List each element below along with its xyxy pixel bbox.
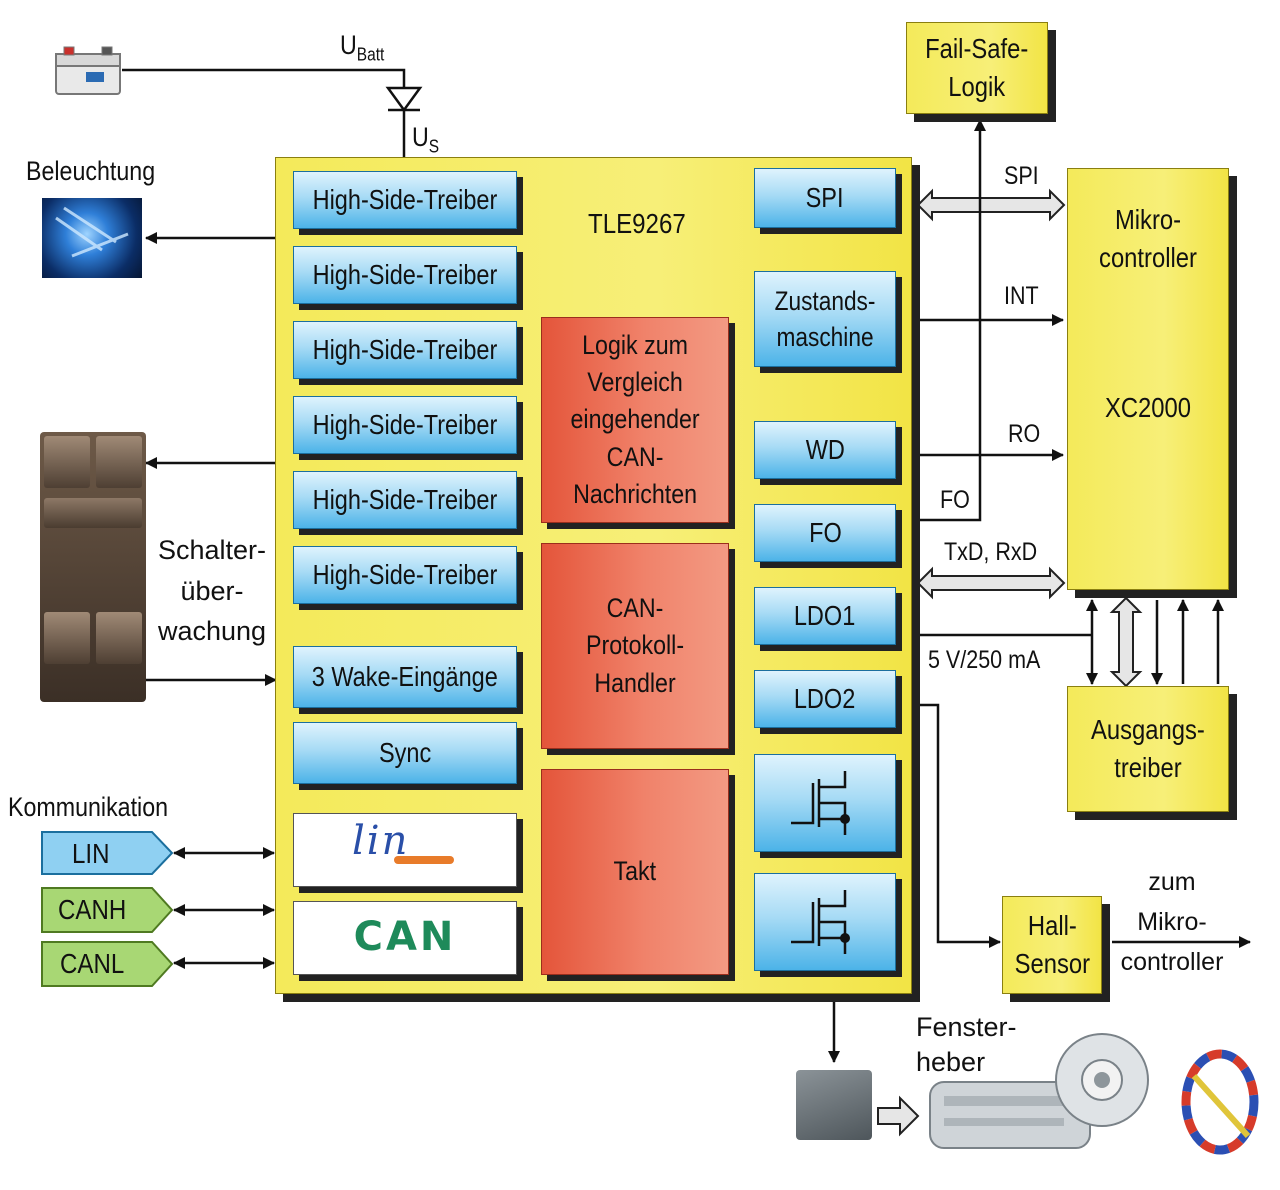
lin-logo-block: lin [293,813,517,887]
signal-ro-label: RO [1008,420,1041,448]
sync-block: Sync [293,722,517,784]
window-lift-motor-image [929,1033,1149,1149]
watchdog-block: WD [754,421,896,479]
hall-sensor-box: Hall- Sensor [1002,896,1102,994]
can-logo-block: CAN [293,901,517,975]
clock-block: Takt [541,769,729,975]
switch-3 [44,612,90,664]
lighting-label: Beleuchtung [26,156,156,186]
state-machine-block: Zustands- maschine [754,271,896,367]
battery-icon [55,46,121,95]
high-side-driver-2: High-Side-Treiber [293,246,517,304]
high-side-driver-5: High-Side-Treiber [293,471,517,529]
ldo1-block: LDO1 [754,587,896,645]
lin-logo-swoosh [394,856,454,864]
mosfet-icon [791,890,850,954]
light-rays-icon [55,206,129,258]
microcontroller-box: Mikro- controller XC2000 [1067,168,1229,590]
canl-tag-label: CANL [60,948,125,979]
fo-block: FO [754,504,896,562]
ldo2-block: LDO2 [754,670,896,728]
microcontroller-type: XC2000 [1104,392,1192,423]
high-side-driver-3: High-Side-Treiber [293,321,517,379]
fail-safe-logic-box: Fail-Safe- Logik [906,22,1048,114]
lin-tag-label: LIN [72,838,110,869]
switch-2 [96,436,142,488]
mosfet-icon [791,771,850,835]
high-side-driver-4: High-Side-Treiber [293,396,517,454]
spi-block: SPI [754,168,896,228]
us-label: US [412,122,440,157]
switch-4 [96,612,142,664]
relay-image [796,1070,872,1140]
lighting-image [42,198,142,278]
can-protocol-handler: CAN- Protokoll- Handler [541,543,729,749]
high-side-driver-6: High-Side-Treiber [293,546,517,604]
wake-inputs-block: 3 Wake-Eingänge [293,646,517,708]
signal-spi-label: SPI [1004,162,1039,190]
switch-monitor-label: Schalter- über- wachung [157,535,267,646]
window-switch-panel [40,432,146,702]
canh-tag-label: CANH [58,894,127,925]
mosfet-block-2 [754,873,896,971]
ubatt-label: UBatt [340,30,385,65]
microcontroller-label: Mikro- controller [1099,204,1197,273]
signal-int-label: INT [1004,282,1039,310]
to-microcontroller-label: zum Mikro- controller [1120,868,1224,976]
switch-lock [44,498,142,528]
window-lift-label: Fenster- heber [916,1012,1017,1078]
high-side-driver-1: High-Side-Treiber [293,171,517,229]
output-driver-box: Ausgangs- treiber [1067,686,1229,812]
mosfet-block-1 [754,754,896,852]
ring-magnet-icon [1181,1049,1259,1155]
signal-txd-rxd-label: TxD, RxD [944,538,1038,566]
signal-fo-label: FO [940,486,970,514]
signal-5v-label: 5 V/250 mA [928,646,1041,674]
switch-1 [44,436,90,488]
bus-tags [41,831,174,987]
can-message-compare-logic: Logik zum Vergleich eingehender CAN- Nac… [541,317,729,523]
can-logo: CAN [353,914,457,960]
communication-label: Kommunikation [8,792,169,822]
chip-name: TLE9267 [588,208,686,239]
